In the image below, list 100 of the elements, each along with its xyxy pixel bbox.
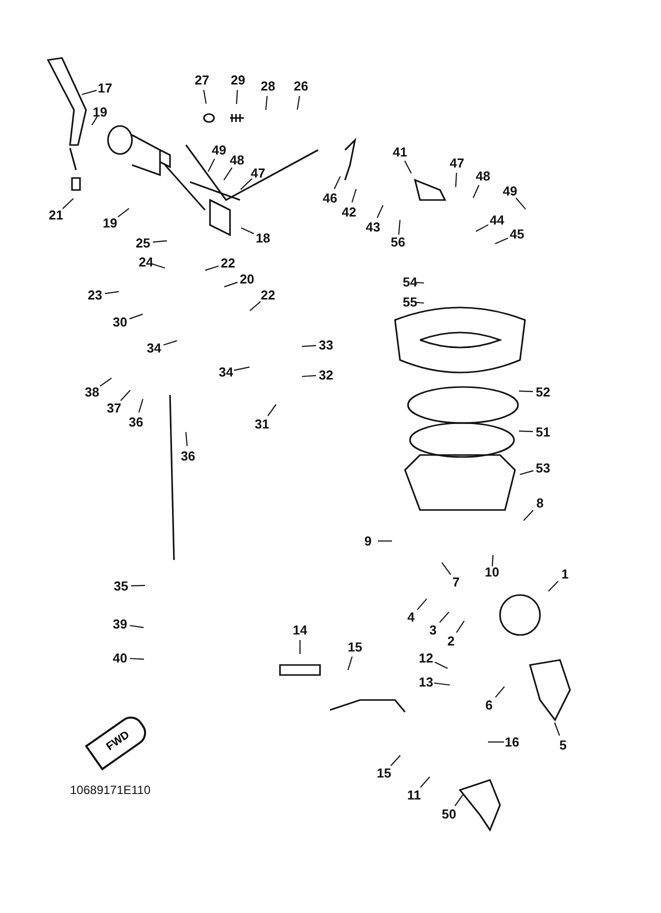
leader-line [100, 378, 112, 387]
callout-number: 21 [48, 208, 64, 222]
leader-line [299, 640, 301, 654]
callout-number: 38 [84, 384, 100, 400]
callout-number: 12 [418, 650, 434, 666]
leader-line [185, 432, 188, 446]
leader-line [130, 624, 144, 628]
callout-number: 15 [376, 766, 392, 780]
callout-number: 40 [112, 650, 128, 666]
leader-line [138, 398, 144, 413]
leader-line [203, 90, 207, 104]
leader-line [523, 510, 534, 521]
callout-number: 14 [292, 622, 308, 638]
callout-number: 48 [228, 152, 246, 168]
leader-line [441, 562, 452, 576]
callout-number: 17 [96, 80, 114, 96]
leader-line [434, 662, 448, 669]
callout-number: 47 [448, 156, 466, 170]
callout-number: 30 [112, 314, 128, 330]
callout-number: 20 [238, 272, 256, 286]
callout-number: 53 [534, 460, 552, 476]
leader-line [265, 96, 268, 110]
callout-number: 46 [322, 190, 338, 206]
leader-line [347, 656, 353, 670]
callout-number: 36 [180, 448, 196, 464]
leader-line [434, 682, 450, 686]
leader-line [420, 776, 430, 788]
callout-number: 22 [260, 288, 276, 302]
leader-line [118, 208, 130, 218]
callout-number: 41 [392, 144, 408, 160]
leader-line [224, 282, 238, 288]
callout-number: 16 [504, 734, 520, 750]
callout-number: 8 [535, 496, 545, 510]
callout-number: 42 [340, 204, 358, 220]
leader-line [240, 178, 252, 190]
callout-number: 3 [428, 622, 438, 638]
callout-number: 5 [558, 738, 568, 752]
callout-number: 34 [218, 364, 234, 380]
callout-number: 10 [484, 564, 500, 580]
callout-number: 27 [194, 72, 210, 88]
leader-line [390, 755, 401, 766]
callout-number: 4 [406, 610, 416, 624]
leader-line [120, 390, 131, 401]
leader-line [454, 794, 464, 806]
callout-number: 52 [534, 384, 552, 400]
callout-number: 24 [138, 254, 154, 270]
leader-line [548, 580, 558, 592]
callout-number: 32 [318, 368, 334, 382]
leader-line [414, 282, 424, 284]
leader-line [152, 240, 167, 243]
leader-line [518, 430, 534, 432]
callout-number: 51 [534, 424, 552, 440]
callout-number: 47 [250, 166, 266, 180]
leader-line [92, 116, 98, 126]
callout-number: 55 [402, 294, 418, 310]
callout-number: 18 [254, 230, 272, 246]
leader-line [472, 184, 480, 198]
callout-number: 45 [508, 226, 526, 242]
callout-number: 44 [488, 212, 506, 228]
callout-number: 26 [292, 78, 310, 94]
leader-line [240, 227, 254, 234]
leader-line [439, 612, 450, 623]
callout-number: 35 [112, 578, 130, 594]
leader-line [302, 375, 316, 378]
leader-line [404, 160, 412, 174]
drawing-number: 10689171E110 [70, 783, 151, 797]
leader-line [104, 291, 119, 294]
leader-line [130, 658, 144, 660]
leader-line [488, 741, 504, 743]
leader-line [205, 265, 219, 271]
leader-line [250, 301, 261, 312]
leader-line [520, 470, 534, 476]
leader-line [416, 598, 428, 610]
callout-number: 39 [112, 616, 128, 632]
callout-number: 15 [346, 640, 364, 654]
callout-number: 25 [134, 236, 152, 250]
leader-line [163, 340, 178, 346]
callout-number: 7 [451, 574, 461, 590]
leader-line [516, 198, 526, 210]
leader-line [234, 366, 250, 371]
callout-number: 37 [106, 400, 122, 416]
callout-number: 50 [440, 806, 458, 822]
callout-number: 29 [230, 72, 246, 88]
leader-line [398, 220, 401, 235]
leader-line [476, 224, 488, 232]
callout-number: 23 [86, 288, 104, 302]
leader-line [456, 620, 465, 633]
leader-line [302, 345, 316, 347]
leader-line [376, 204, 384, 218]
callout-number: 19 [102, 216, 118, 230]
leader-line [236, 90, 238, 104]
leader-line [351, 188, 357, 203]
leader-line [494, 686, 505, 698]
leader-line [62, 198, 74, 210]
callout-number: 11 [406, 788, 422, 802]
callout-number: 56 [390, 234, 406, 250]
callout-number: 28 [260, 78, 276, 94]
leader-line [129, 314, 143, 320]
leader-line [334, 176, 341, 190]
leader-line [130, 584, 146, 586]
